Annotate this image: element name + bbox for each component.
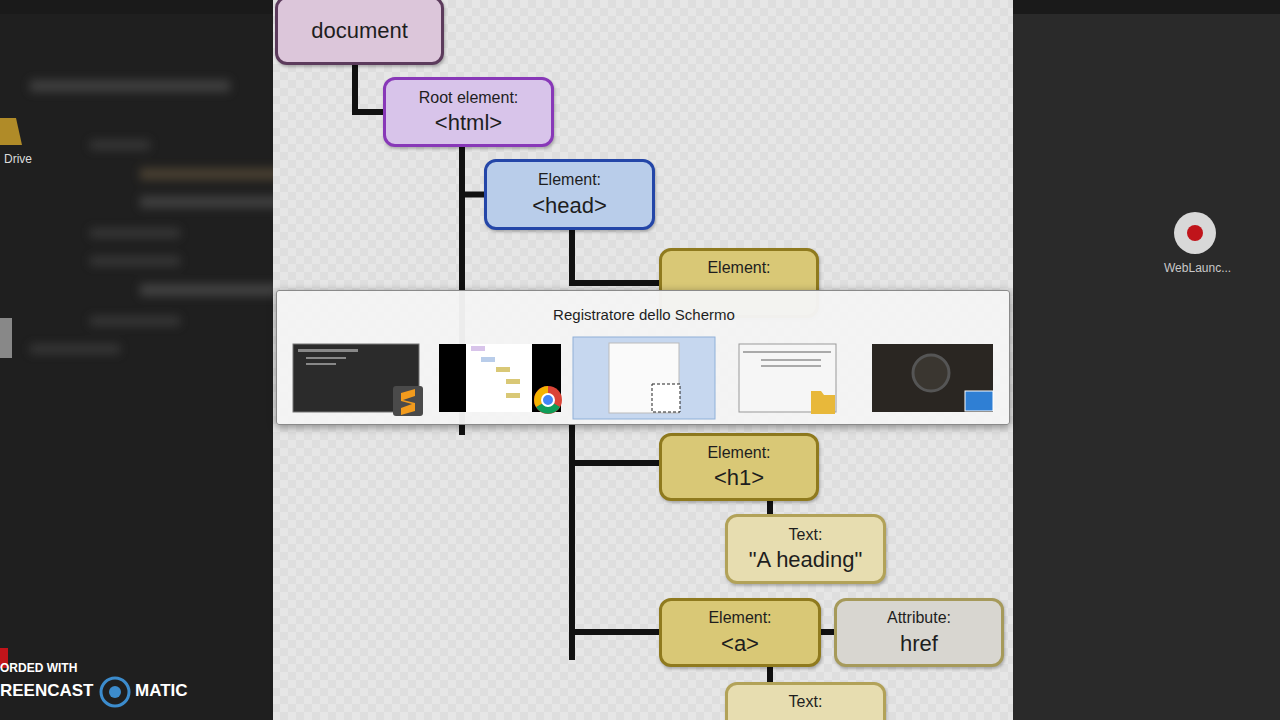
desktop-icon-label: Drive bbox=[4, 152, 32, 166]
root-element-box: Root element: <html> bbox=[383, 77, 554, 147]
node-label: href bbox=[900, 631, 938, 656]
node-label: Element: bbox=[707, 259, 770, 277]
tree-connector bbox=[572, 230, 659, 283]
watermark-text: ORDED WITH bbox=[0, 661, 77, 675]
node-kind-label: Root element: bbox=[419, 89, 519, 107]
node-kind-label: Element: bbox=[707, 444, 770, 462]
node-kind-label: Element: bbox=[538, 171, 601, 189]
tree-connector bbox=[767, 501, 773, 514]
element-box: Element: <a> bbox=[659, 598, 821, 667]
attribute-box: Attribute: href bbox=[834, 598, 1004, 667]
node-label: Text: bbox=[789, 693, 823, 711]
watermark-text: MATIC bbox=[135, 681, 188, 701]
window-title: Registratore dello Schermo bbox=[277, 306, 1011, 323]
tree-connector bbox=[462, 147, 484, 195]
node-kind-label: Text: bbox=[789, 526, 823, 544]
node-label: "A heading" bbox=[749, 547, 863, 572]
document-box: document bbox=[275, 0, 444, 65]
node-kind-label: Attribute: bbox=[887, 609, 951, 627]
element-box: Element: <h1> bbox=[659, 433, 819, 501]
tree-connector bbox=[355, 65, 383, 112]
node-label: <h1> bbox=[714, 465, 764, 490]
tree-connector bbox=[821, 629, 834, 635]
text-node-box: Text: "A heading" bbox=[725, 514, 886, 584]
task-switcher: Registratore dello Schermo bbox=[276, 290, 1010, 425]
node-label: <html> bbox=[435, 110, 502, 135]
node-label: document bbox=[311, 18, 408, 43]
element-box: Element: <head> bbox=[484, 159, 655, 230]
node-kind-label: Element: bbox=[708, 609, 771, 627]
node-label: <a> bbox=[721, 631, 759, 656]
node-label: <head> bbox=[532, 193, 607, 218]
text-node-box: Text: bbox=[725, 682, 886, 720]
tree-connector bbox=[767, 667, 773, 682]
watermark-text: REENCAST bbox=[0, 681, 94, 701]
desktop-icon-label: WebLaunc... bbox=[1164, 261, 1231, 275]
